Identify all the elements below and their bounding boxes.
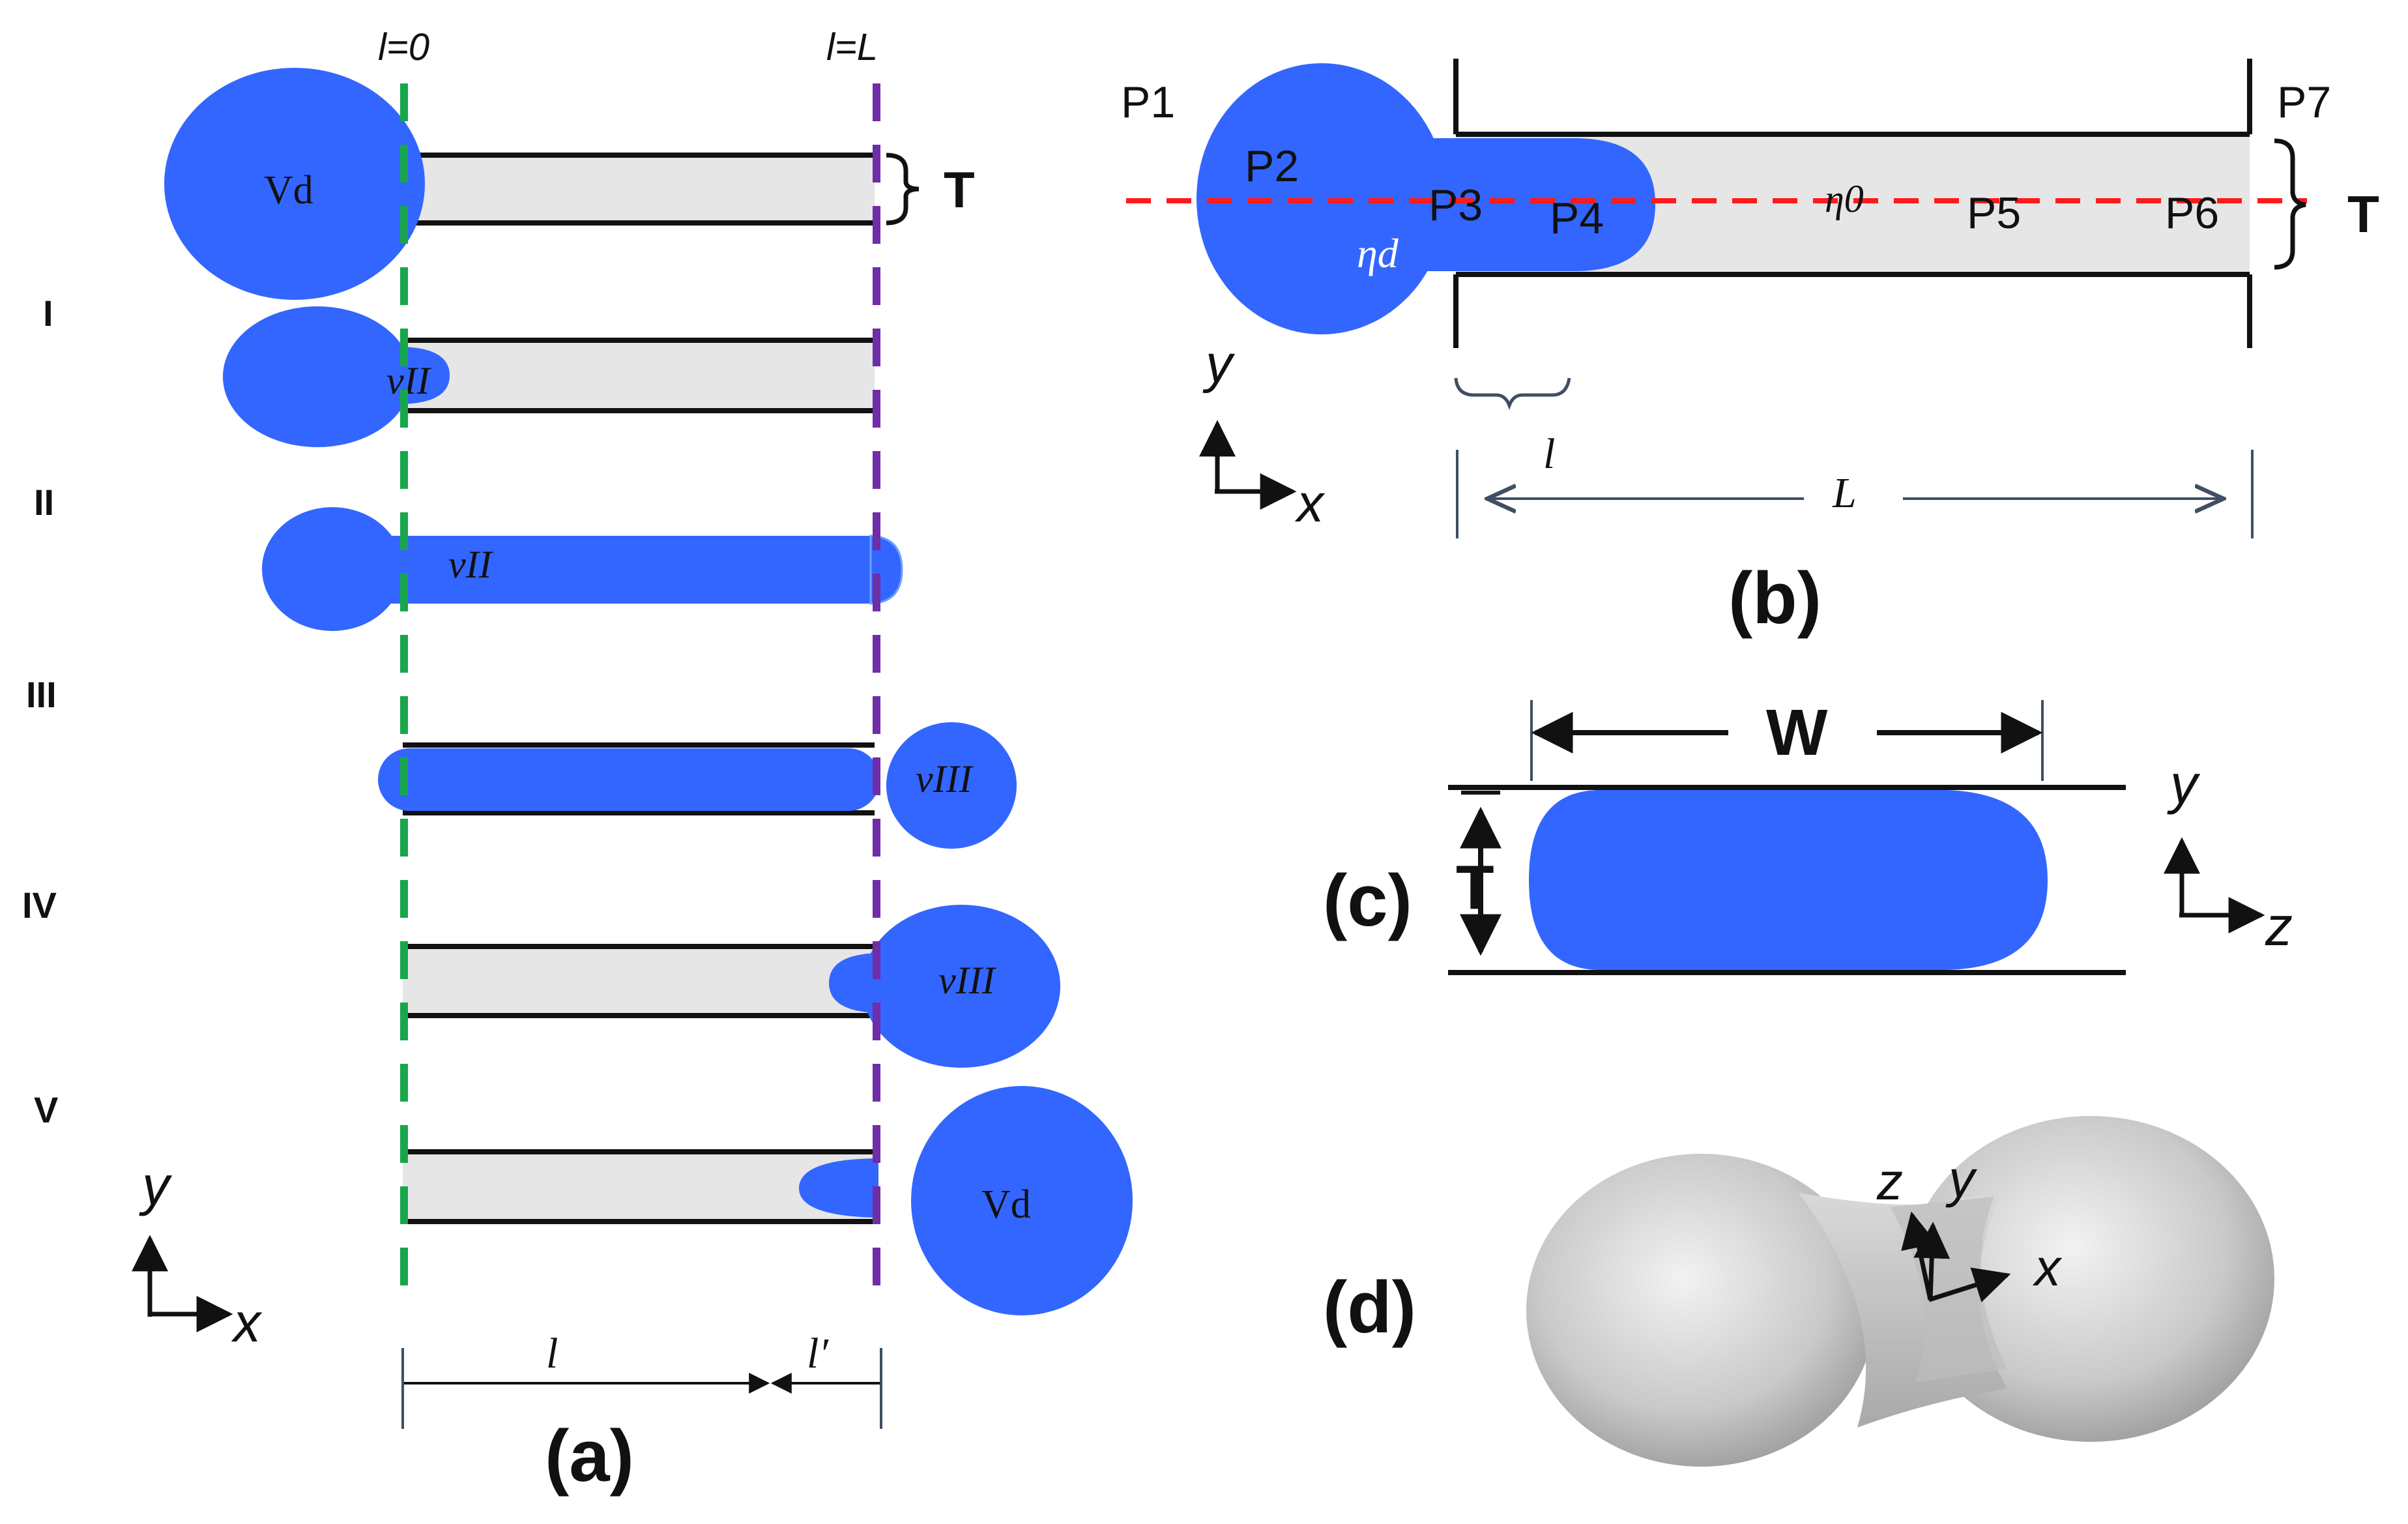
row-stage-III: III vIII [26,674,1017,849]
meniscus [1408,138,1655,271]
thickness-label: T [2347,185,2379,243]
probe-point-P6: P6 [2165,188,2219,238]
x-axis-arrow [1928,1267,2011,1302]
probe-point-P3: P3 [1429,181,1483,230]
droplet-right [886,722,1017,849]
axes-zy: y z [2164,754,2293,957]
probe-point-P1: P1 [1121,78,1175,127]
x-axis-label: x [2032,1238,2063,1297]
velocity-label: vII [448,543,494,586]
axes-xyz: z y x [1876,1150,2063,1302]
stage-label-V: V [34,1089,58,1130]
droplet-left [223,306,412,447]
panel-a-caption: (a) [545,1415,634,1497]
thickness-brace [886,153,920,226]
x-axis-label: x [1294,474,1326,533]
meniscus [398,347,450,404]
channel-fill [403,946,875,1016]
probe-point-P7: P7 [2277,78,2331,127]
thickness-label: T [1456,853,1494,922]
droplet-left [262,507,403,631]
probe-point-P2: P2 [1245,141,1299,191]
panel-c-caption: (c) [1323,860,1412,941]
dim-l-label: l [546,1330,558,1377]
panel-d-caption: (d) [1323,1267,1416,1348]
z-axis-label: z [2265,896,2293,957]
stage-label-I: I [43,293,53,334]
y-axis-label: y [1202,334,1236,394]
probe-point-P5: P5 [1967,188,2021,238]
droplet-viscosity-label: ηd [1357,230,1399,276]
row-stage-II: II vII [34,482,903,631]
meniscus [799,1158,878,1218]
panel-b: P1 P2 P3 P4 P5 P6 P7 ηd η0 T y x l L (b) [1121,59,2379,639]
panel-a: l=0 l=L Vd T I vII II vII [22,26,1133,1497]
droplet [1197,63,1447,334]
channel-fill [403,1152,875,1222]
width-label: W [1766,696,1828,769]
meniscus [829,953,878,1013]
lobe-left [1526,1154,1876,1467]
fluid-cross-section [1529,790,2048,970]
filled-channel [378,748,880,811]
row-stage-I: I vII [43,293,875,447]
stage-label-IV: IV [22,885,57,926]
channel-fill [403,340,875,411]
length-dimension: l l′ [401,1330,882,1429]
channel-viscosity-label: η0 [1825,177,1864,220]
axes-xy: y x [1199,334,1326,533]
droplet-3d-render [1526,1116,2274,1467]
channel-fill [403,155,875,223]
length-dimension: l L [1456,430,2254,538]
stage-label-II: II [34,482,54,523]
panel-c: W T (c) y z [1323,696,2293,975]
thickness-brace [2274,138,2306,270]
x-axis-label: x [231,1292,263,1353]
y-axis-arrow [1913,1222,1951,1300]
dim-L-label: L [1832,469,1857,517]
droplet-volume-label: Vd [264,168,313,212]
row-stage-V: V Vd [34,1086,1133,1315]
panel-d: z y x (d) [1323,1116,2274,1467]
inlet-position-label: l=0 [378,26,429,68]
velocity-label: vIII [916,757,974,800]
axes-xy: y x [132,1155,263,1353]
droplet-left [164,68,425,300]
z-axis-label: z [1876,1152,1903,1210]
probe-point-P4: P4 [1550,194,1604,243]
panel-b-caption: (b) [1728,557,1821,639]
droplet-volume-label: Vd [981,1182,1031,1227]
y-axis-label: y [139,1155,173,1216]
thickness-label: T [944,161,975,218]
stage-label-III: III [26,674,57,715]
row-initial-state: Vd T [164,68,975,300]
y-axis-label: y [1945,1150,1978,1208]
outlet-position-label: l=L [826,26,878,68]
length-l-brace [1454,377,1571,411]
droplet-right [911,1086,1133,1315]
velocity-label: vII [386,359,432,402]
dim-l-prime-label: l′ [807,1330,829,1377]
y-axis-label: y [2167,754,2201,815]
velocity-label: vIII [938,959,997,1002]
row-stage-IV: IV vIII [22,885,1060,1068]
dim-l-label: l [1543,430,1555,478]
filled-channel [384,536,873,604]
droplet-right [862,905,1060,1068]
